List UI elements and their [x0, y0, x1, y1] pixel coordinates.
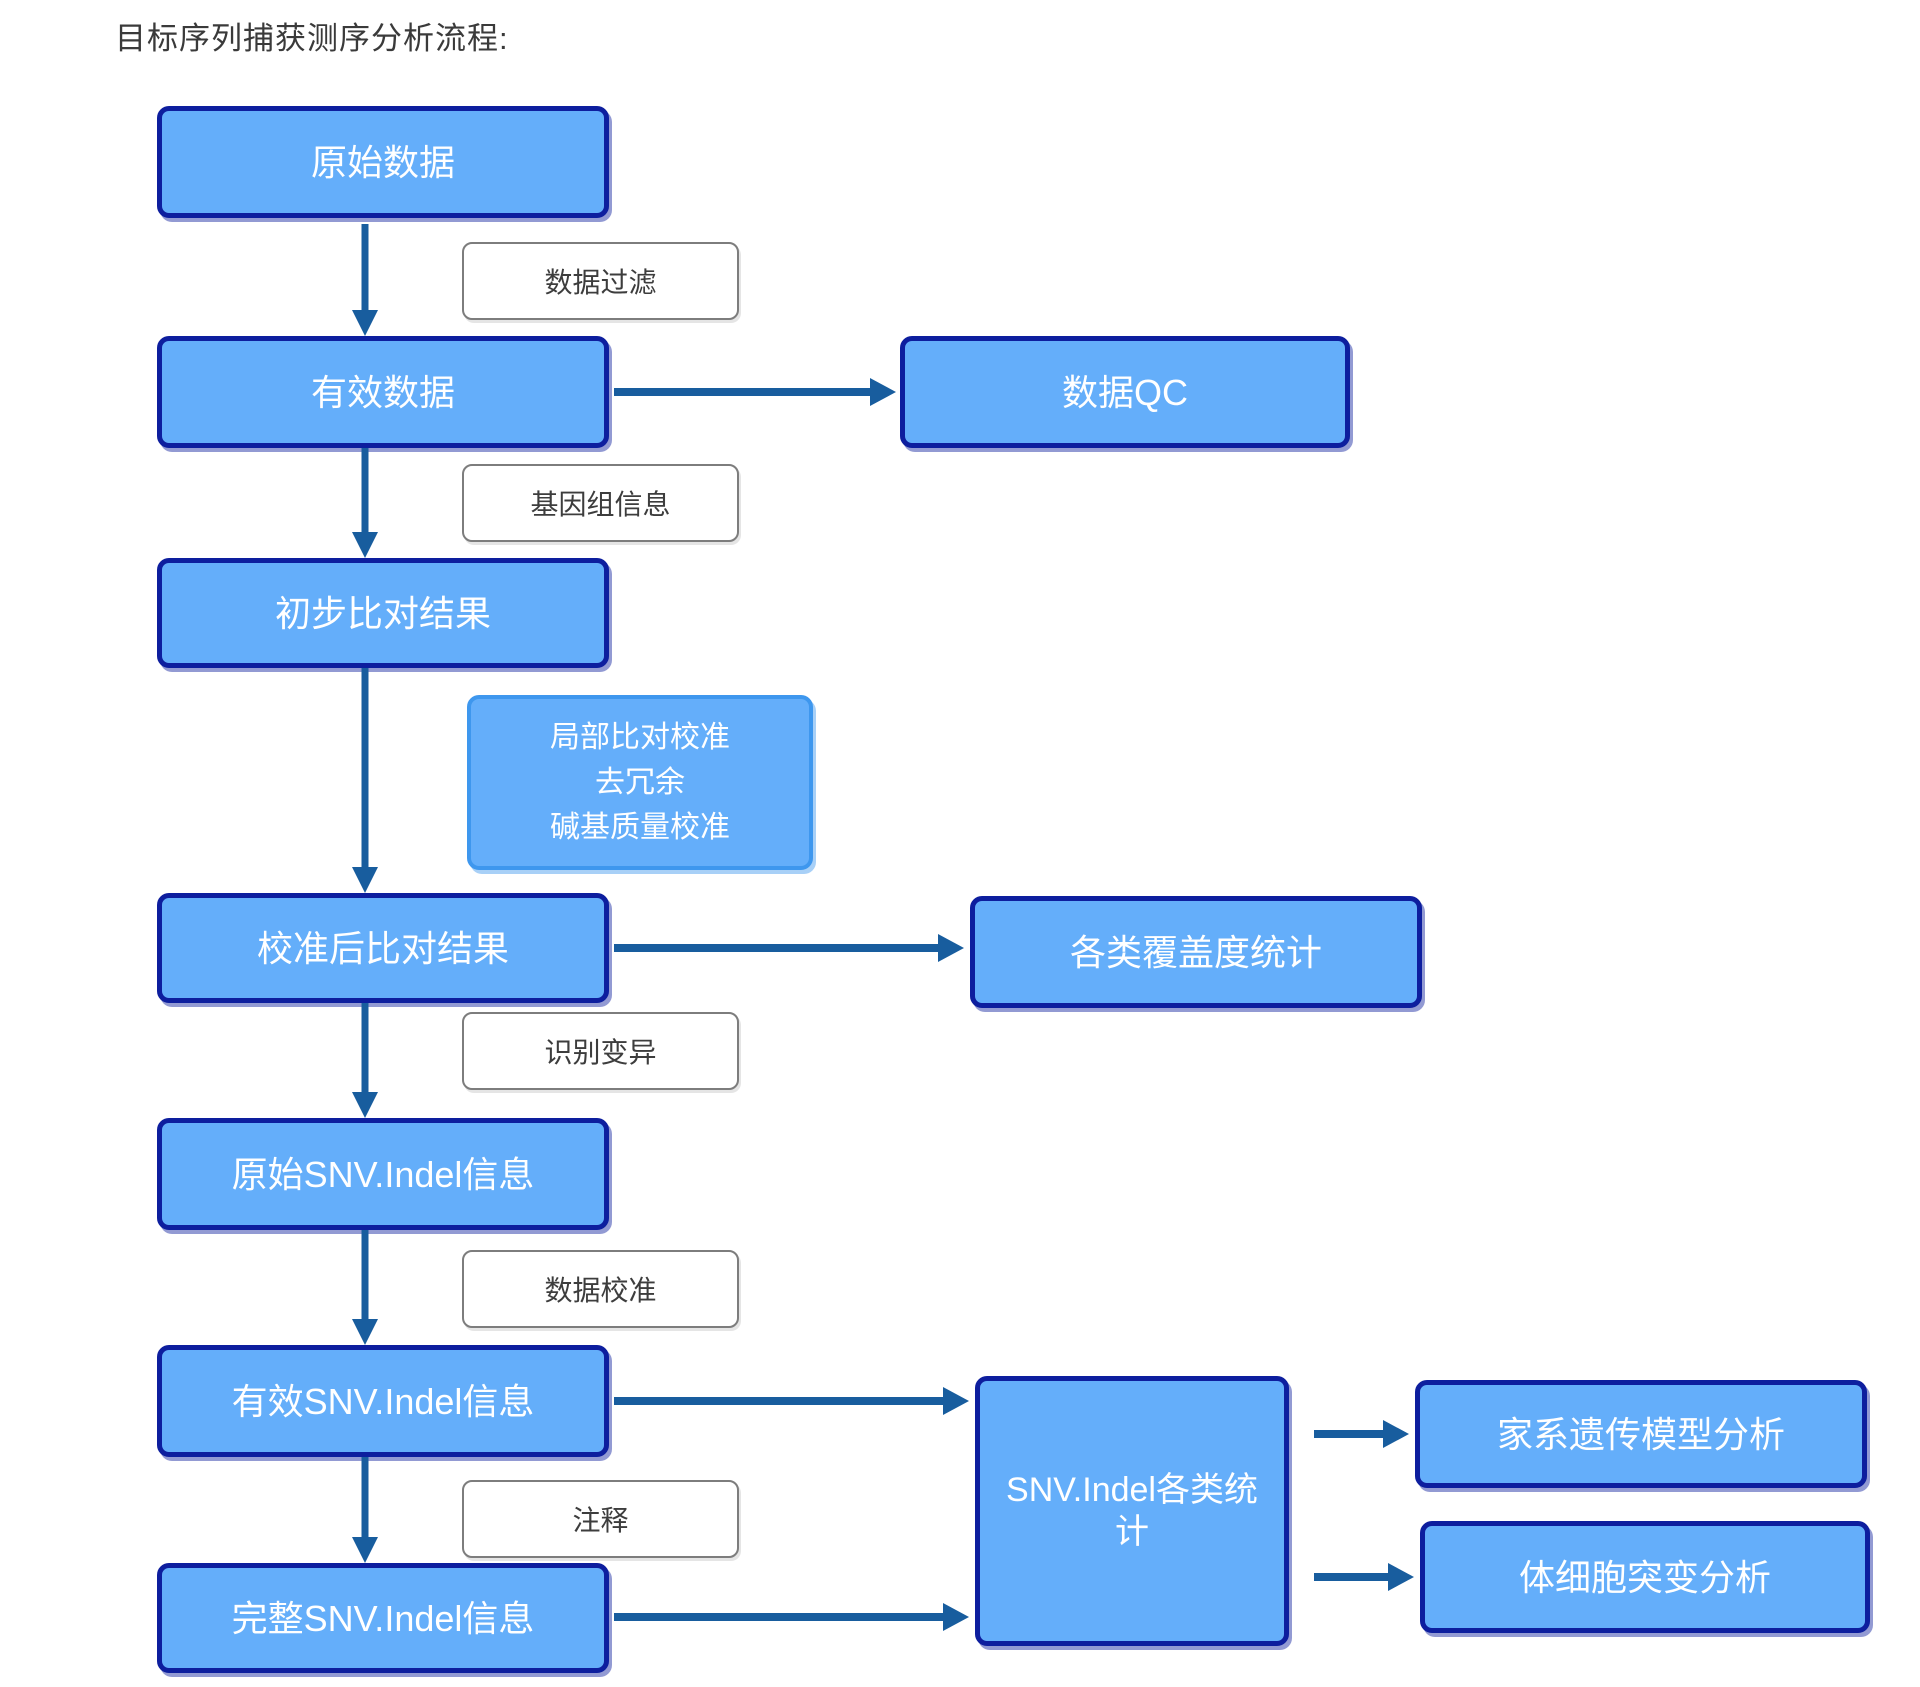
node-snv-indel-stats: SNV.Indel各类统计 [975, 1376, 1289, 1646]
node-somatic-mutation-analysis: 体细胞突变分析 [1420, 1521, 1870, 1633]
node-raw-data-label: 原始数据 [310, 141, 455, 183]
steplabel-variant-calling: 识别变异 [462, 1012, 739, 1090]
node-complete-snv-indel-label: 完整SNV.Indel信息 [231, 1597, 535, 1639]
arrow-initial-to-calibrated-alignment [352, 668, 378, 893]
node-coverage-stats-label: 各类覆盖度统计 [1069, 931, 1322, 973]
process-line-local-realignment: 局部比对校准 [550, 721, 730, 754]
steplabel-data-filter: 数据过滤 [462, 242, 739, 320]
arrow-raw-data-to-clean-data [352, 224, 378, 336]
node-initial-alignment: 初步比对结果 [157, 558, 609, 668]
steplabel-genome-info: 基因组信息 [462, 464, 739, 542]
steplabel-annotation: 注释 [462, 1480, 739, 1558]
steplabel-data-calibration: 数据校准 [462, 1250, 739, 1328]
arrow-complete-snv-to-snv-stats [614, 1603, 969, 1631]
node-raw-data: 原始数据 [157, 106, 609, 218]
node-raw-snv-indel: 原始SNV.Indel信息 [157, 1118, 609, 1230]
node-data-qc-label: 数据QC [1061, 371, 1188, 413]
steplabel-data-calibration-text: 数据校准 [544, 1275, 657, 1306]
steplabel-data-filter-text: 数据过滤 [544, 267, 657, 298]
node-clean-data: 有效数据 [157, 336, 609, 448]
process-box-recalibration: 局部比对校准 去冗余 碱基质量校准 [467, 695, 813, 870]
node-calibrated-alignment: 校准后比对结果 [157, 893, 609, 1003]
node-initial-alignment-label: 初步比对结果 [274, 592, 491, 634]
node-somatic-mutation-analysis-label: 体细胞突变分析 [1518, 1556, 1771, 1598]
arrow-valid-snv-to-snv-stats [614, 1387, 969, 1415]
arrow-snv-stats-to-somatic-analysis [1314, 1563, 1414, 1591]
arrow-calibrated-to-coverage-stats [614, 934, 964, 962]
node-raw-snv-indel-label: 原始SNV.Indel信息 [231, 1153, 535, 1195]
node-pedigree-model-analysis: 家系遗传模型分析 [1415, 1380, 1867, 1488]
node-valid-snv-indel: 有效SNV.Indel信息 [157, 1345, 609, 1457]
node-valid-snv-indel-label: 有效SNV.Indel信息 [231, 1380, 535, 1422]
node-data-qc: 数据QC [900, 336, 1350, 448]
arrow-clean-data-to-data-qc [614, 378, 896, 406]
steplabel-variant-calling-text: 识别变异 [544, 1037, 657, 1068]
arrow-clean-data-to-initial-alignment [352, 448, 378, 558]
arrow-valid-snv-to-complete-snv [352, 1457, 378, 1563]
process-line-base-quality: 碱基质量校准 [550, 811, 730, 844]
page-title: 目标序列捕获测序分析流程: [115, 21, 509, 56]
node-calibrated-alignment-label: 校准后比对结果 [256, 927, 509, 969]
steplabel-genome-info-text: 基因组信息 [530, 489, 671, 520]
steplabel-annotation-text: 注释 [572, 1505, 629, 1536]
node-pedigree-model-analysis-label: 家系遗传模型分析 [1496, 1413, 1785, 1455]
node-complete-snv-indel: 完整SNV.Indel信息 [157, 1563, 609, 1673]
node-coverage-stats: 各类覆盖度统计 [970, 896, 1422, 1008]
node-clean-data-label: 有效数据 [310, 371, 455, 413]
process-line-dedup: 去冗余 [595, 766, 685, 799]
node-snv-indel-stats-label: SNV.Indel各类统计 [1006, 1470, 1258, 1552]
arrow-snv-stats-to-pedigree-analysis [1314, 1420, 1409, 1448]
arrow-calibrated-to-raw-snv [352, 1003, 378, 1118]
arrow-raw-snv-to-valid-snv [352, 1230, 378, 1345]
